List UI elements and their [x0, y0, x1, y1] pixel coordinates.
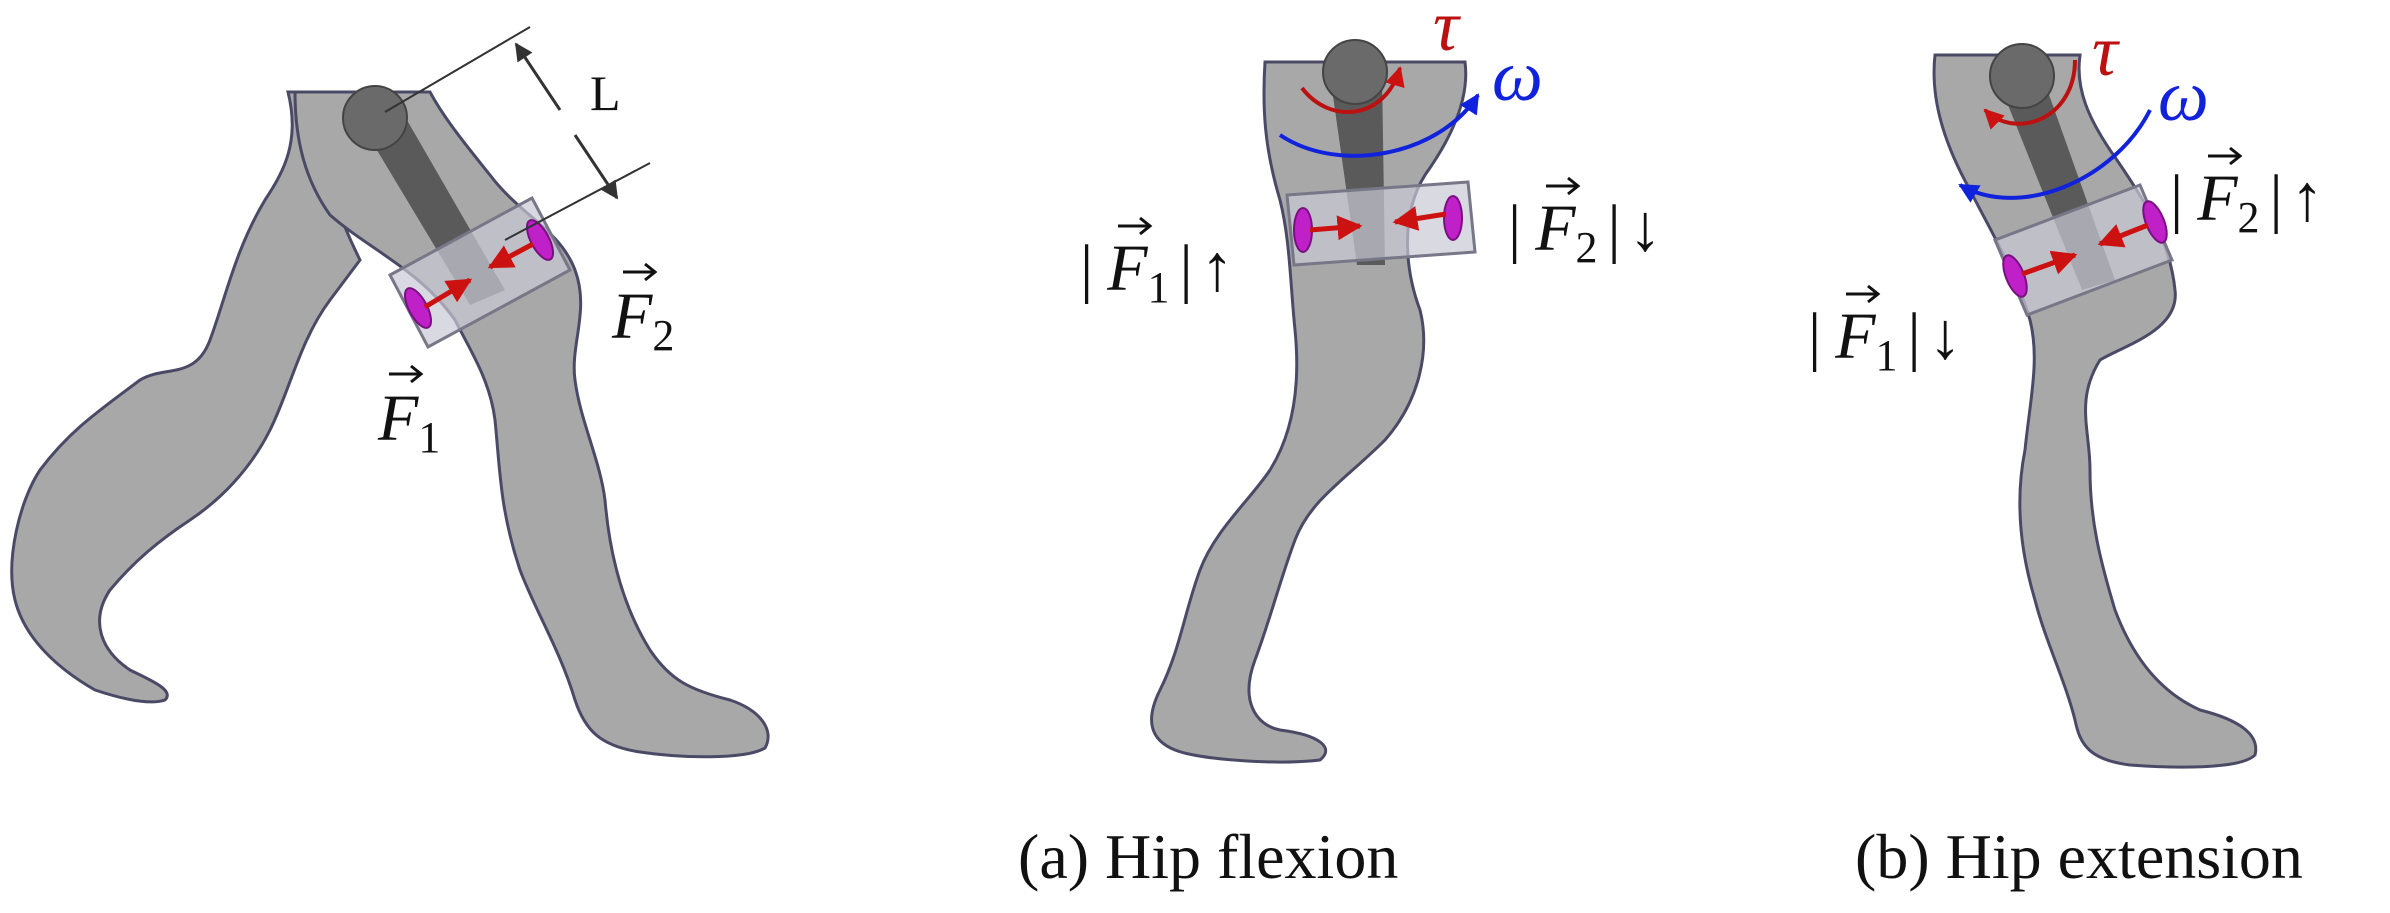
- force-arrow-1: [423, 277, 473, 310]
- flexion-vector-hat-1: [1118, 216, 1153, 236]
- abs-bar: |: [1508, 192, 1521, 265]
- vector-hat-2: [623, 262, 658, 282]
- extension-vector-hat-2: [2208, 146, 2243, 166]
- abs-bar: |: [1180, 232, 1193, 305]
- hip-extension-panel: τ ω |F2|↑ |F1|↓ (b) Hip extension: [1808, 11, 2324, 892]
- flexion-hip-joint: [1322, 39, 1388, 105]
- extension-vector-hat-1: [1846, 284, 1881, 304]
- force-symbol: F: [1106, 232, 1148, 305]
- flexion-sensor-right: [1443, 195, 1463, 241]
- flexion-force-arrow-1: [1309, 215, 1363, 241]
- extension-force-magnitude-1: |F1|↓: [1808, 300, 1962, 380]
- abs-bar: |: [2270, 162, 2283, 235]
- force-subscript: 2: [652, 311, 674, 360]
- flexion-force-magnitude-1: |F1|↑: [1080, 232, 1234, 312]
- arrow-up-icon: ↑: [1201, 232, 1234, 305]
- force-subscript: 1: [418, 413, 440, 462]
- front-leg-shape: [293, 90, 770, 759]
- arrow-up-icon: ↑: [2291, 162, 2324, 235]
- force-subscript: 1: [1148, 263, 1170, 312]
- force-subscript: 2: [1576, 223, 1598, 272]
- force-symbol: F: [377, 382, 419, 455]
- caption-hip-flexion: (a) Hip flexion: [1018, 821, 1398, 892]
- arrow-down-icon: ↓: [1629, 192, 1662, 265]
- hip-joint: [342, 85, 408, 151]
- extension-torque-label: τ: [2092, 11, 2120, 91]
- dimension-extension-bottom: [504, 162, 651, 241]
- force-symbol: F: [611, 280, 653, 353]
- flexion-vector-hat-2: [1546, 176, 1581, 196]
- dimension-extension-top: [384, 26, 531, 113]
- flexion-velocity-label: ω: [1492, 36, 1543, 116]
- flexion-sensor-left: [1293, 207, 1313, 253]
- walking-legs-panel: L F2 F1: [10, 26, 770, 759]
- force-label-1: F1: [377, 382, 440, 462]
- abs-bar: |: [2170, 162, 2183, 235]
- extension-torque-arrow: [1983, 59, 2077, 130]
- extension-velocity-label: ω: [2158, 56, 2209, 136]
- force-subscript: 2: [2238, 193, 2260, 242]
- flexion-velocity-arrow: [1278, 93, 1480, 158]
- dimension-arrow-up: [514, 42, 562, 111]
- extension-force-arrow-2: [2097, 222, 2149, 248]
- vector-hat-1: [389, 364, 424, 384]
- extension-force-magnitude-2: |F2|↑: [2170, 162, 2324, 242]
- hip-flexion-panel: τ ω |F1|↑ |F2|↓ (a) Hip flexion: [1018, 0, 1662, 892]
- extension-velocity-arrow: [1958, 109, 2152, 203]
- flexion-leg-shape: [1150, 60, 1468, 764]
- back-leg-shape: [10, 90, 362, 704]
- caption-hip-extension: (b) Hip extension: [1855, 821, 2303, 892]
- extension-hip-joint: [1989, 43, 2055, 109]
- thigh-cuff: [387, 195, 573, 350]
- arrow-down-icon: ↓: [1929, 300, 1962, 373]
- length-label: L: [590, 65, 621, 121]
- force-symbol: F: [1834, 300, 1876, 373]
- force-label-2: F2: [611, 280, 674, 360]
- abs-bar: |: [1080, 232, 1093, 305]
- flexion-force-magnitude-2: |F2|↓: [1508, 192, 1662, 272]
- flexion-force-arrow-2: [1392, 206, 1447, 231]
- force-symbol: F: [1534, 192, 1576, 265]
- force-arrow-2: [487, 241, 535, 270]
- flexion-thigh-cuff: [1285, 180, 1477, 267]
- flexion-torque-arrow: [1300, 66, 1405, 114]
- flexion-torque-label: τ: [1433, 0, 1461, 66]
- force-symbol: F: [2196, 162, 2238, 235]
- abs-bar: |: [1808, 300, 1821, 373]
- abs-bar: |: [1908, 300, 1921, 373]
- abs-bar: |: [1608, 192, 1621, 265]
- extension-force-arrow-1: [2021, 250, 2078, 277]
- dimension-arrow-down: [573, 134, 619, 200]
- force-subscript: 1: [1876, 331, 1898, 380]
